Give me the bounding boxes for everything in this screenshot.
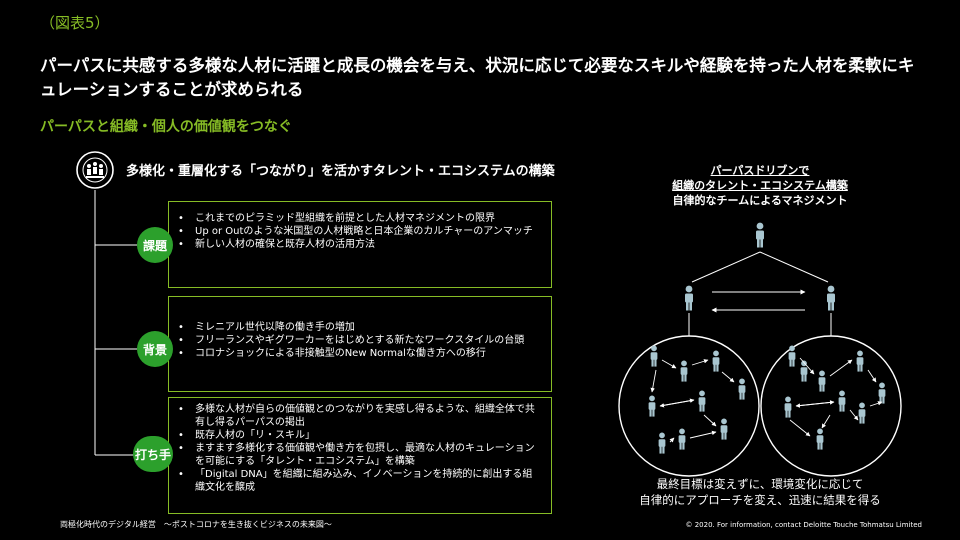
left-team-members [648, 345, 746, 454]
bullet: フリーランスやギグワーカーをはじめとする新たなワークスタイルの台頭 [169, 334, 551, 347]
section-box-background: ミレニアル世代以降の働き手の増加 フリーランスやギグワーカーをはじめとする新たな… [168, 296, 552, 392]
ecosystem-caption: 最終目標は変えずに、環境変化に応じて 自律的にアプローチを変え、迅速に結果を得る [620, 476, 900, 508]
leader-person-icon [756, 222, 764, 248]
team-circle-right [760, 335, 902, 477]
badge-background: 背景 [137, 331, 173, 367]
figure-label: （図表5） [40, 14, 110, 32]
caption-line2: 自律的にアプローチを変え、迅速に結果を得る [639, 493, 881, 507]
bullet: 「Digital DNA」を組織に組み込み、イノベーションを持続的に創出する組織… [169, 468, 551, 494]
caption-line1: 最終目標は変えずに、環境変化に応じて [656, 477, 864, 491]
badge-issues: 課題 [137, 227, 173, 263]
team-lead-person-icon [685, 285, 693, 311]
section-box-issues: これまでのピラミッド型組織を前提とした人材マネジメントの限界 Up or Out… [168, 201, 552, 288]
bullet: 多様な人材が自らの価値観とのつながりを実感し得るような、組織全体で共有し得るパー… [169, 403, 551, 429]
issues-bullets: これまでのピラミッド型組織を前提とした人材マネジメントの限界 Up or Out… [169, 212, 551, 251]
bullet: Up or Outのような米国型の人材戦略と日本企業のカルチャーのアンマッチ [169, 225, 551, 238]
bullet: 既存人材の「リ・スキル」 [169, 429, 551, 442]
bullet: ミレニアル世代以降の働き手の増加 [169, 321, 551, 334]
right-team-members [784, 345, 886, 450]
ecosystem-title-line2: 組織のタレント・エコシステム構築 [672, 179, 848, 192]
footer-copyright: © 2020. For information, contact Deloitt… [685, 521, 922, 529]
section-box-actions: 多様な人材が自らの価値観とのつながりを実感し得るような、組織全体で共有し得るパー… [168, 397, 552, 514]
network-people-icon [76, 151, 114, 189]
left-team-arrows [650, 359, 735, 443]
ecosystem-diagram [618, 222, 902, 477]
ecosystem-title-line3: 自律的なチームによるマネジメント [672, 194, 848, 207]
footer-title: 両極化時代のデジタル経営 ～ポストコロナを生き抜くビジネスの未来図～ [60, 520, 332, 529]
actions-bullets: 多様な人材が自らの価値観とのつながりを実感し得るような、組織全体で共有し得るパー… [169, 403, 551, 494]
bullet: ますます多様化する価値観や働き方を包摂し、最適な人材のキュレーションを可能にする… [169, 442, 551, 468]
bullet: コロナショックによる非接触型のNew Normalな働き方への移行 [169, 347, 551, 360]
bullet: これまでのピラミッド型組織を前提とした人材マネジメントの限界 [169, 212, 551, 225]
subheading: パーパスと組織・個人の価値観をつなぐ [40, 119, 292, 135]
team-lead-person-icon [827, 285, 835, 311]
badge-actions: 打ち手 [133, 436, 173, 472]
background-bullets: ミレニアル世代以降の働き手の増加 フリーランスやギグワーカーをはじめとする新たな… [169, 321, 551, 360]
bullet: 新しい人材の確保と既存人材の活用方法 [169, 238, 551, 251]
team-circle-left [618, 335, 760, 477]
ecosystem-title: パーパスドリブンで 組織のタレント・エコシステム構築 自律的なチームによるマネジ… [640, 163, 880, 208]
right-team-arrows [789, 357, 883, 437]
headline: パーパスに共感する多様な人材に活躍と成長の機会を与え、状況に応じて必要なスキルや… [40, 56, 915, 99]
ecosystem-title-line1: パーパスドリブンで [710, 164, 810, 177]
system-title: 多様化・重層化する「つながり」を活かすタレント・エコシステムの構築 [126, 164, 555, 179]
